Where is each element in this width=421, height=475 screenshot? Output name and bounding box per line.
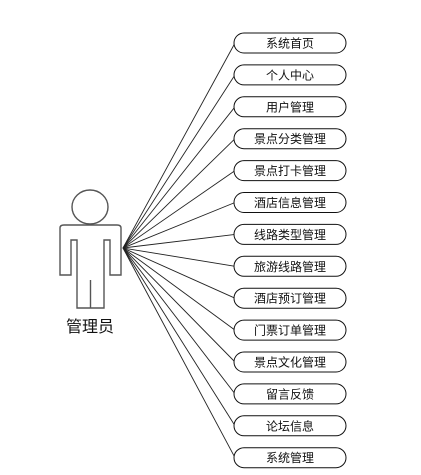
use-case-oval	[233, 223, 347, 245]
use-case: 个人中心	[233, 64, 347, 86]
use-case: 系统首页	[233, 32, 347, 54]
association-line	[122, 247, 236, 299]
association-line	[122, 138, 236, 249]
actor-body	[59, 224, 122, 309]
use-case-label: 酒店信息管理	[254, 195, 326, 210]
use-case: 留言反馈	[233, 383, 347, 405]
use-case-label: 系统管理	[266, 450, 314, 465]
use-case-label: 留言反馈	[266, 387, 314, 401]
use-case-label: 用户管理	[266, 99, 314, 114]
use-case-oval	[233, 255, 347, 277]
use-case-oval	[233, 415, 347, 437]
use-case-label: 系统首页	[266, 37, 314, 51]
association-line	[122, 247, 236, 427]
use-case-oval	[233, 128, 347, 150]
use-case-list: 系统首页个人中心用户管理景点分类管理景点打卡管理酒店信息管理线路类型管理旅游线路…	[233, 32, 347, 469]
use-case: 酒店预订管理	[233, 287, 347, 309]
actor-name: 管理员	[66, 317, 114, 336]
use-case: 论坛信息	[233, 415, 347, 437]
association-line	[122, 247, 236, 267]
use-case-oval	[233, 192, 347, 213]
use-case-label: 景点分类管理	[254, 131, 326, 146]
use-case-label: 门票订单管理	[254, 323, 326, 338]
association-line	[122, 233, 236, 249]
use-case-label: 酒店预订管理	[254, 291, 326, 306]
association-line	[122, 202, 236, 249]
actor-figure	[59, 189, 122, 309]
use-case-oval	[233, 96, 347, 118]
use-case-label: 景点文化管理	[254, 355, 326, 370]
use-case-oval	[233, 383, 347, 405]
use-case-label: 旅游线路管理	[254, 259, 326, 274]
association-line	[122, 247, 236, 458]
association-line	[122, 247, 236, 395]
use-case-oval	[233, 64, 347, 86]
use-case-label: 论坛信息	[266, 418, 314, 433]
use-case: 旅游线路管理	[233, 255, 347, 277]
use-case: 用户管理	[233, 96, 347, 118]
use-case: 门票订单管理	[233, 319, 347, 341]
association-line	[122, 170, 236, 249]
use-case-oval	[233, 287, 347, 309]
use-case-oval	[233, 160, 347, 182]
association-lines	[122, 42, 236, 458]
use-case: 系统管理	[233, 447, 347, 469]
use-case-oval	[233, 319, 347, 341]
association-line	[122, 106, 236, 249]
use-case: 景点打卡管理	[233, 160, 347, 182]
association-line	[122, 74, 236, 249]
use-case-label: 线路类型管理	[254, 227, 326, 242]
use-case: 景点分类管理	[233, 128, 347, 150]
use-case: 景点文化管理	[233, 351, 347, 373]
association-line	[122, 247, 236, 331]
use-case: 线路类型管理	[233, 223, 347, 245]
association-line	[122, 42, 236, 249]
use-case-oval	[233, 351, 347, 373]
use-case-oval	[233, 32, 347, 54]
actor-head	[71, 189, 109, 225]
use-case-label: 个人中心	[266, 67, 314, 82]
use-case-label: 景点打卡管理	[254, 163, 326, 178]
use-case: 酒店信息管理	[233, 192, 347, 213]
use-case-oval	[233, 447, 347, 469]
association-line	[122, 247, 236, 363]
